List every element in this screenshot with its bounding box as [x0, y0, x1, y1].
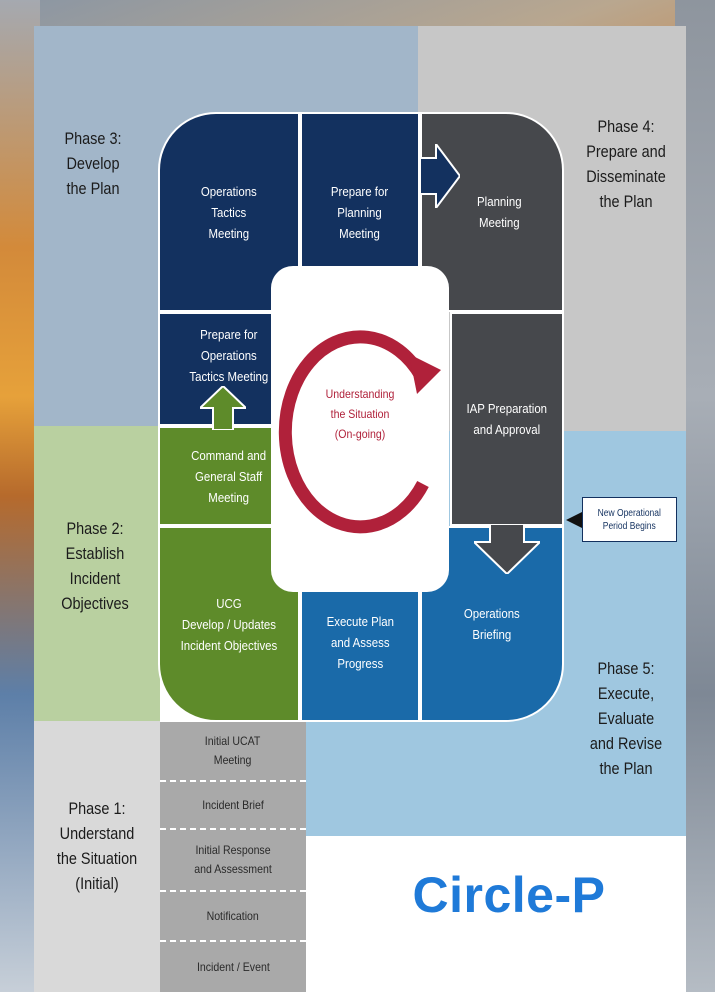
phase3-line: Develop: [66, 154, 120, 173]
phase5-title: Phase 5:: [597, 659, 655, 678]
box-line: Meeting: [478, 215, 520, 230]
phase1-title: Phase 1:: [68, 799, 126, 818]
phase4-line: Prepare and: [586, 142, 666, 161]
tag-line: Period Begins: [603, 520, 656, 532]
triangle-marker-icon: [566, 512, 582, 528]
center-line: Understanding: [325, 387, 395, 401]
phase2-line: Establish: [65, 544, 125, 563]
phase5-line: Execute,: [597, 684, 655, 703]
box-line: Prepare for: [331, 183, 389, 199]
phase3-title: Phase 3:: [64, 129, 122, 148]
new-operational-period-tag: New Operational Period Begins: [582, 497, 677, 542]
box-line: Planning: [337, 204, 383, 220]
box-line: Progress: [337, 655, 383, 671]
center-cycle-label: Understanding the Situation (On-going): [271, 384, 449, 444]
phase5-line: Evaluate: [597, 709, 655, 728]
phase2-line: Objectives: [61, 594, 129, 613]
box-line: Meeting: [208, 489, 250, 505]
box-line: Command and: [191, 447, 267, 463]
step-line: Meeting: [214, 753, 252, 767]
phase1-line: Understand: [59, 824, 135, 843]
phase2-line: Incident: [69, 569, 121, 588]
background-fire-image: [0, 0, 40, 992]
box-line: Briefing: [472, 627, 512, 642]
box-line: Incident Objectives: [180, 637, 278, 653]
center-line: (On-going): [334, 427, 386, 441]
box-line: and Assess: [330, 634, 390, 650]
tag-line: New Operational: [597, 507, 662, 519]
phase1-line: (Initial): [75, 874, 119, 893]
phase3-label: Phase 3: Develop the Plan: [43, 126, 143, 201]
box-line: Planning: [476, 194, 522, 209]
arrow-up-icon: [200, 386, 246, 430]
box-line: Tactics: [211, 204, 247, 220]
phase1-zone: [34, 721, 160, 992]
box-line: Operations: [464, 606, 520, 621]
initial-step-box: Notification: [160, 892, 306, 942]
step-line: Incident / Event: [196, 959, 270, 974]
step-line: Incident Brief: [202, 797, 264, 812]
center-line: the Situation: [330, 407, 390, 421]
initial-step-box: Incident Brief: [160, 782, 306, 830]
box-line: Develop / Updates: [181, 616, 277, 632]
phase2-zone: [34, 426, 160, 721]
box-line: Tactics Meeting: [189, 369, 269, 384]
phase5-line: and Revise: [589, 734, 663, 753]
iap-preparation-box: IAP Preparation and Approval: [450, 312, 564, 526]
box-line: Meeting: [339, 225, 381, 241]
cycle-arrow-icon: [278, 330, 441, 534]
box-line: IAP Preparation: [466, 401, 548, 416]
phase1-line: the Situation: [56, 849, 138, 868]
box-line: Operations: [201, 348, 257, 363]
phase5-label: Phase 5: Execute, Evaluate and Revise th…: [575, 656, 677, 781]
phase4-title: Phase 4:: [597, 117, 655, 136]
box-line: and Approval: [473, 422, 541, 437]
phase5-line: the Plan: [599, 759, 653, 778]
box-line: Execute Plan: [326, 613, 394, 629]
box-line: Meeting: [208, 225, 250, 241]
circle-p-title: Circle-P: [412, 867, 606, 923]
center-cycle-panel: Understanding the Situation (On-going): [271, 266, 449, 592]
phase1-label: Phase 1: Understand the Situation (Initi…: [43, 796, 150, 896]
phase3-line: the Plan: [66, 179, 120, 198]
step-line: Initial UCAT: [205, 734, 261, 748]
arrow-right-icon: [420, 144, 460, 208]
step-line: Notification: [206, 908, 260, 923]
initial-step-box: Incident / Event: [160, 942, 306, 992]
box-line: General Staff: [195, 468, 263, 484]
planning-p-poster: Phase 3: Develop the Plan Phase 4: Prepa…: [34, 26, 686, 992]
initial-step-box: Initial Response and Assessment: [160, 830, 306, 892]
step-line: Initial Response: [195, 843, 271, 857]
arrow-down-icon: [474, 524, 540, 574]
phase2-title: Phase 2:: [66, 519, 124, 538]
box-line: UCG: [216, 595, 242, 611]
step-line: and Assessment: [194, 862, 272, 876]
phase4-line: the Plan: [599, 192, 653, 211]
box-line: Operations: [201, 183, 257, 199]
phase4-label: Phase 4: Prepare and Disseminate the Pla…: [575, 114, 677, 214]
phase2-label: Phase 2: Establish Incident Objectives: [43, 516, 147, 616]
phase4-line: Disseminate: [586, 167, 666, 186]
initial-step-box: Initial UCAT Meeting: [160, 722, 306, 782]
box-line: Prepare for: [200, 327, 258, 342]
